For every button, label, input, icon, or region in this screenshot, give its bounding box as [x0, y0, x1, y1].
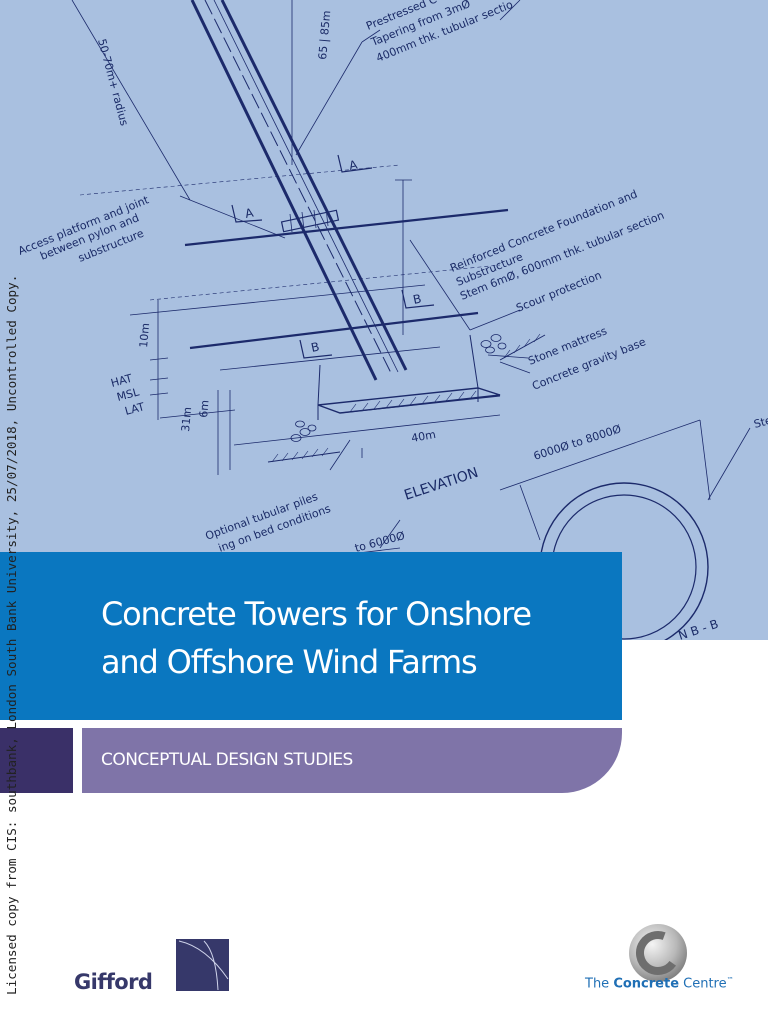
report-title: Concrete Towers for Onshore and Offshore…	[101, 590, 611, 686]
accent-block	[0, 728, 73, 793]
gifford-logo-text: Gifford	[74, 970, 153, 994]
gifford-logo-icon	[176, 939, 229, 991]
section-marker-b-upper: B	[412, 292, 423, 307]
drawing-label-ste: Ste	[752, 414, 768, 431]
concrete-centre-bold: Concrete	[613, 976, 680, 992]
trademark-symbol: ™	[726, 976, 734, 984]
drawing-label-40m: 40m	[410, 428, 437, 445]
drawing-label-10m: 10m	[137, 323, 152, 349]
section-marker-a-left: A	[244, 205, 256, 221]
concrete-centre-prefix: The	[585, 976, 614, 992]
drawing-label-height: 65 | 85m	[316, 10, 333, 60]
drawing-label-lat: LAT	[123, 400, 146, 418]
title-band	[0, 552, 622, 720]
blueprint-drawing: Prestressed C Tapering from 3mØ 400mm th…	[0, 0, 768, 640]
concrete-centre-logo-icon	[629, 924, 687, 982]
drawing-label-31m: 31m	[179, 407, 194, 433]
drawing-label-6m: 6m	[197, 399, 211, 418]
report-title-line-2: and Offshore Wind Farms	[101, 643, 478, 681]
license-notice: Licensed copy from CIS: southbank, Londo…	[4, 274, 19, 995]
drawing-label-hat: HAT	[109, 372, 134, 390]
concrete-centre-suffix: Centre	[679, 976, 727, 992]
drawing-label-msl: MSL	[115, 385, 141, 404]
report-subtitle: CONCEPTUAL DESIGN STUDIES	[101, 750, 353, 770]
section-marker-a-right: A	[348, 157, 360, 173]
concrete-centre-logo-text: The Concrete Centre™	[585, 976, 734, 991]
subtitle-band	[82, 728, 622, 793]
report-title-line-1: Concrete Towers for Onshore	[101, 595, 532, 633]
section-marker-b-lower: B	[310, 340, 321, 355]
